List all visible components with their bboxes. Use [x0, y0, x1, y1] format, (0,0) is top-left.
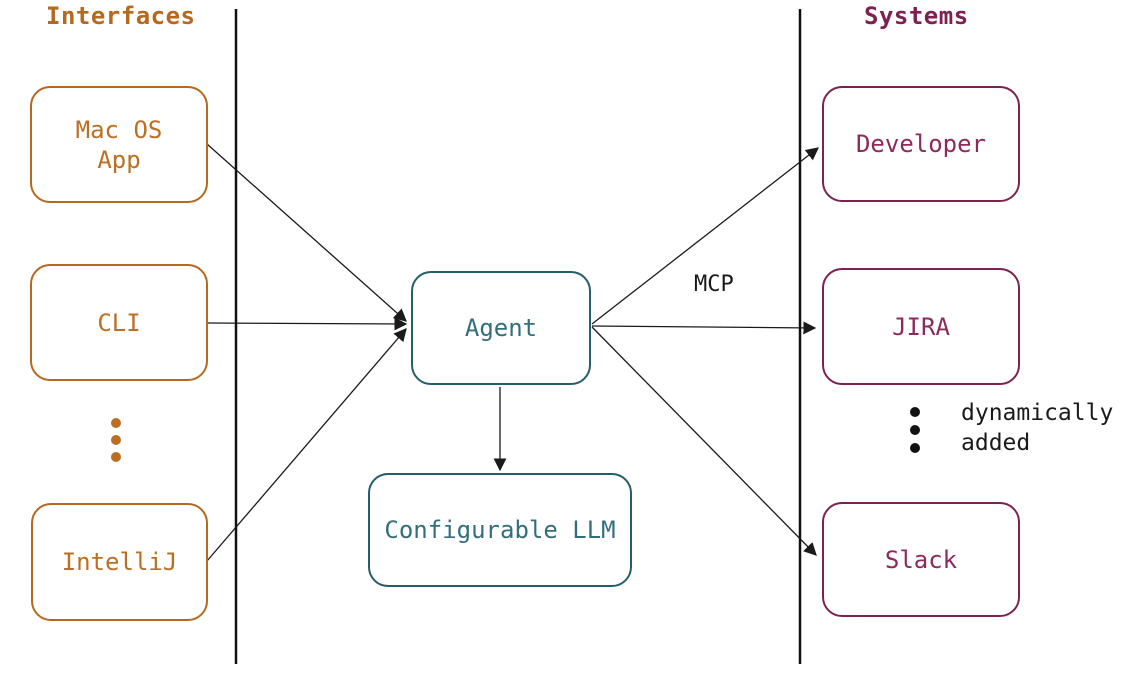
edge-cli-agent — [206, 317, 408, 331]
dot-icon — [910, 407, 920, 417]
node-slack: Slack — [822, 502, 1020, 617]
edge-agent-slack — [591, 326, 817, 556]
node-configurable-llm: Configurable LLM — [368, 473, 632, 587]
edge-agent-jira — [591, 321, 817, 335]
mcp-edge-label: MCP — [694, 272, 734, 297]
node-developer: Developer — [822, 86, 1020, 202]
dot-icon — [111, 418, 121, 428]
dynamically-added-note: dynamically added — [961, 400, 1114, 456]
edge-intellij-agent — [206, 328, 407, 562]
dot-icon — [910, 425, 920, 435]
node-mac-os-app: Mac OS App — [30, 86, 208, 203]
edge-macos-agent — [206, 143, 407, 322]
header-interfaces: Interfaces — [46, 2, 196, 30]
header-systems: Systems — [864, 2, 969, 30]
node-jira: JIRA — [822, 268, 1020, 385]
edge-agent-developer — [591, 147, 820, 325]
node-cli: CLI — [30, 264, 208, 381]
dot-icon — [111, 452, 121, 462]
dot-icon — [111, 435, 121, 445]
dot-icon — [910, 443, 920, 453]
ellipsis-dots-interfaces — [111, 418, 121, 462]
ellipsis-dots-systems — [910, 407, 920, 453]
node-agent: Agent — [411, 271, 591, 385]
node-intellij: IntelliJ — [31, 503, 208, 621]
